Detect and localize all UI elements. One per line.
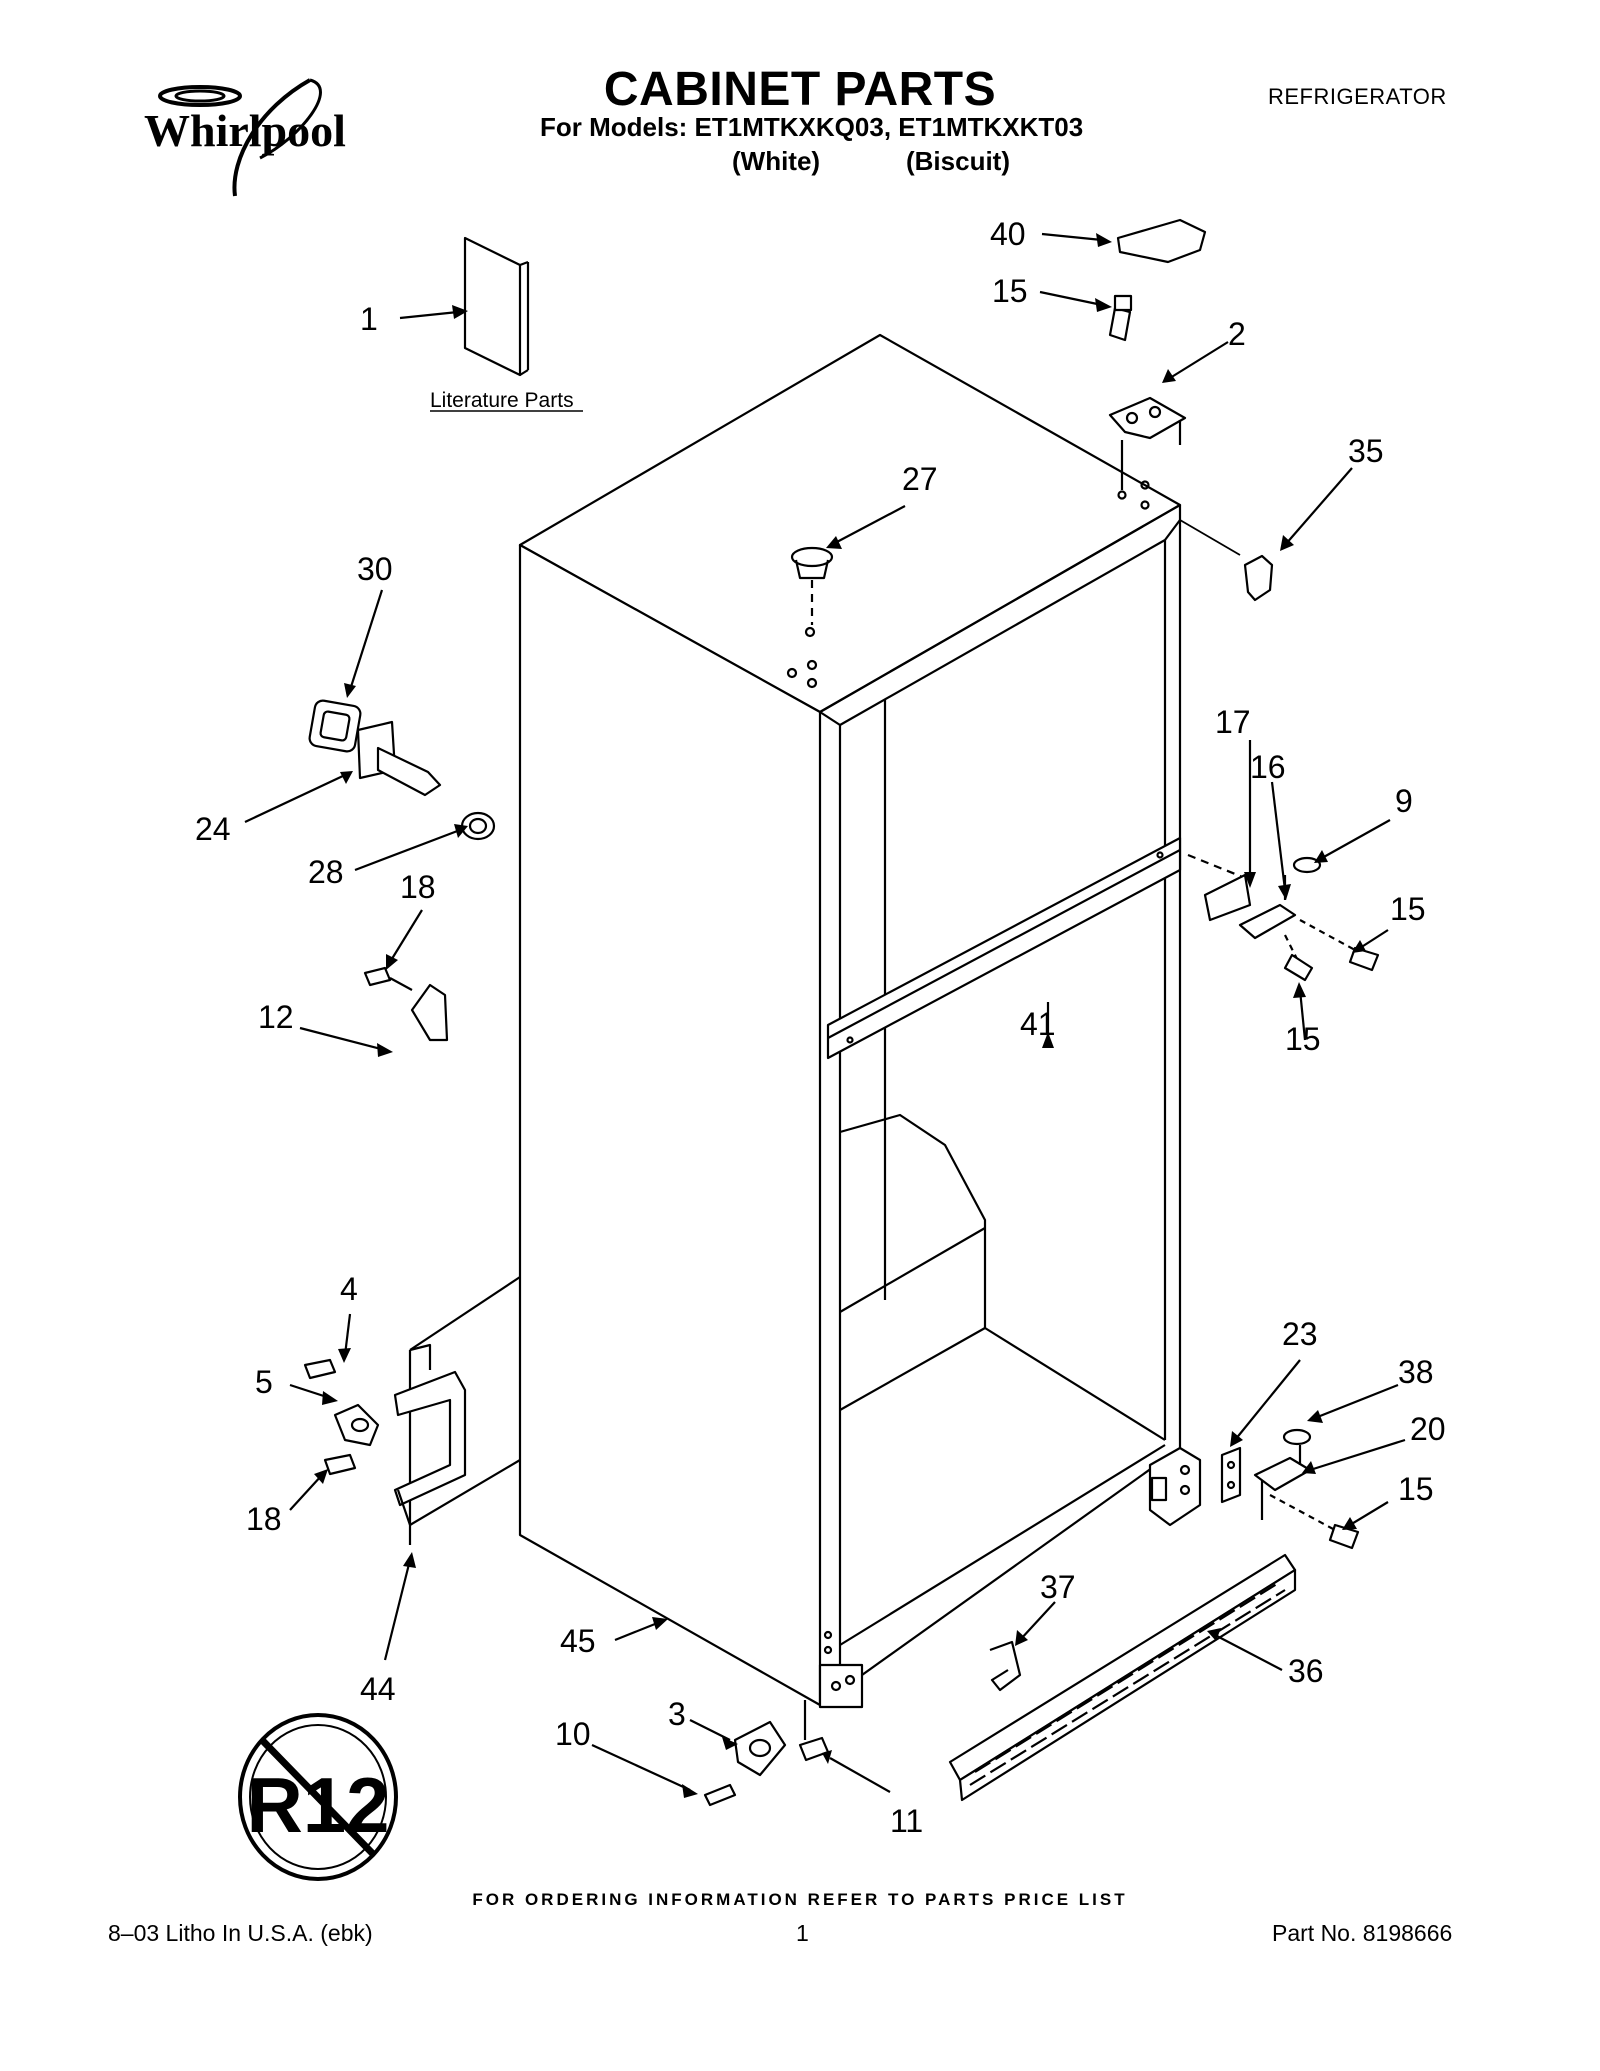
cabinet-feet — [818, 1630, 864, 1709]
literature-book: Literature Parts — [430, 236, 583, 412]
callout-40: 40 — [990, 216, 1026, 252]
callout-2: 2 — [1228, 316, 1246, 352]
variant-biscuit: (Biscuit) — [906, 146, 1010, 176]
variant-white: (White) — [732, 146, 821, 176]
valve-fitting — [308, 699, 496, 841]
svg-text:Whirlpool: Whirlpool — [144, 105, 346, 156]
callout-16: 16 — [1250, 749, 1286, 785]
middle-hinge — [1187, 853, 1380, 982]
svg-text:Literature Parts: Literature Parts — [430, 389, 574, 412]
litho-line: 8–03 Litho In U.S.A. (ebk) — [108, 1920, 373, 1946]
callout-4: 4 — [340, 1271, 358, 1307]
page-number: 1 — [796, 1920, 809, 1946]
divider-rail — [826, 836, 1182, 1060]
page-title: CABINET PARTS — [603, 63, 997, 116]
kick-plate-grille — [948, 1553, 1297, 1802]
callout-18: 18 — [400, 869, 436, 905]
top-plug — [786, 546, 834, 689]
callout-15: 15 — [1398, 1471, 1434, 1507]
callout-17: 17 — [1215, 704, 1251, 740]
callout-23: 23 — [1282, 1316, 1318, 1352]
hinge-cap — [1243, 554, 1274, 602]
callout-15: 15 — [1285, 1021, 1321, 1057]
callout-12: 12 — [258, 999, 294, 1035]
cabinet-body — [518, 333, 1182, 1707]
part-number: Part No. 8198666 — [1272, 1920, 1453, 1946]
callout-44: 44 — [360, 1671, 396, 1707]
wire-clamp — [363, 966, 449, 1042]
leader-arrows — [244, 232, 1406, 1798]
callout-15: 15 — [1390, 891, 1426, 927]
appliance-type: REFRIGERATOR — [1268, 84, 1447, 109]
callout-28: 28 — [308, 854, 344, 890]
bottom-hinge — [1148, 1428, 1360, 1550]
whirlpool-logo: Whirlpool — [144, 78, 346, 197]
callout-27: 27 — [902, 461, 938, 497]
bottom-left-bracket — [303, 1276, 521, 1545]
no-r12-seal: R12 — [238, 1713, 398, 1881]
callout-15: 15 — [992, 273, 1028, 309]
callout-20: 20 — [1410, 1411, 1446, 1447]
callout-18: 18 — [246, 1501, 282, 1537]
callout-5: 5 — [255, 1364, 273, 1400]
grille-clip — [989, 1640, 1022, 1692]
callout-37: 37 — [1040, 1569, 1076, 1605]
svg-text:R12: R12 — [246, 1761, 389, 1849]
ordering-note: FOR ORDERING INFORMATION REFER TO PARTS … — [472, 1890, 1128, 1909]
callout-9: 9 — [1395, 783, 1413, 819]
callout-35: 35 — [1348, 433, 1384, 469]
callout-45: 45 — [560, 1623, 596, 1659]
leveling-leg — [703, 1700, 830, 1807]
callout-41: 41 — [1020, 1006, 1056, 1042]
callout-38: 38 — [1398, 1354, 1434, 1390]
callout-3: 3 — [668, 1696, 686, 1732]
callout-11: 11 — [890, 1803, 923, 1839]
callout-24: 24 — [195, 811, 231, 847]
models-line: For Models: ET1MTKXKQ03, ET1MTKXKT03 — [540, 112, 1084, 142]
callout-1: 1 — [360, 301, 378, 337]
callout-36: 36 — [1288, 1653, 1324, 1689]
hinge-cover — [1116, 218, 1207, 264]
callout-30: 30 — [357, 551, 393, 587]
top-hinge — [1108, 294, 1187, 510]
callout-labels: 40 1 15 2 35 27 30 17 16 9 24 28 18 15 4… — [195, 216, 1446, 1839]
callout-10: 10 — [555, 1716, 591, 1752]
